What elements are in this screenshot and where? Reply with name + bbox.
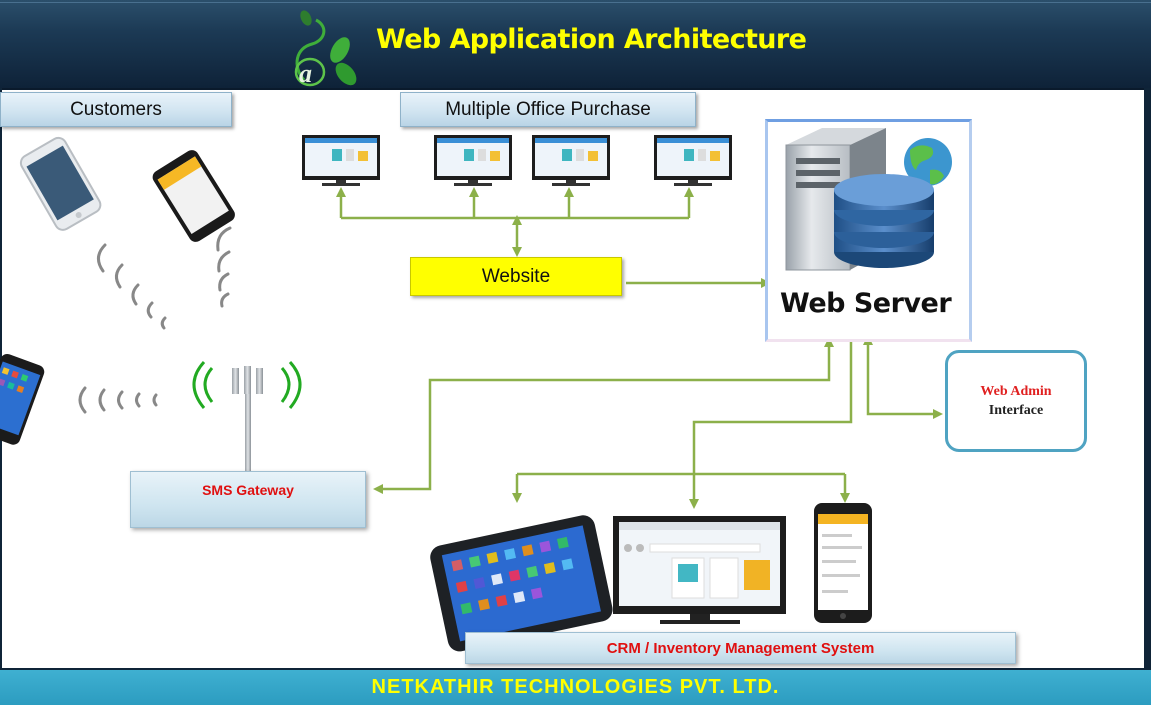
company-name: NETKATHIR TECHNOLOGIES PVT. LTD. <box>371 676 780 698</box>
interface-label: Interface <box>988 403 1044 418</box>
page-title: Web Application Architecture <box>376 24 807 55</box>
netkathir-logo-icon: a <box>294 10 357 88</box>
office-purchase-label-box: Multiple Office Purchase <box>400 92 696 127</box>
web-server-label: Web Server <box>780 288 952 319</box>
sms-gateway-label: SMS Gateway <box>202 482 294 498</box>
office-purchase-label: Multiple Office Purchase <box>445 98 651 120</box>
header-bar <box>0 0 1151 90</box>
sms-gateway-box: SMS Gateway <box>130 471 366 528</box>
customers-label-box: Customers <box>0 92 232 127</box>
web-admin-interface-box: Web Admin Interface <box>945 350 1087 452</box>
web-admin-label: Web Admin <box>980 384 1052 399</box>
office-monitor-icons <box>302 135 732 186</box>
web-server-art <box>785 128 952 271</box>
website-label: Website <box>481 265 551 287</box>
crm-monitor-icon <box>613 516 786 624</box>
tablet-icon <box>430 515 613 652</box>
footer-bar: NETKATHIR TECHNOLOGIES PVT. LTD. <box>0 668 1151 705</box>
crm-phone-icon <box>814 503 872 623</box>
cell-tower-icon <box>192 360 302 472</box>
customer-phone-icons <box>0 136 235 445</box>
frame-right <box>1144 88 1151 668</box>
crm-system-box: CRM / Inventory Management System <box>465 632 1016 664</box>
customers-label: Customers <box>70 98 162 120</box>
svg-text:a: a <box>299 59 312 88</box>
crm-system-label: CRM / Inventory Management System <box>606 639 875 657</box>
website-box: Website <box>410 257 622 296</box>
signal-wave-icons <box>78 226 232 414</box>
